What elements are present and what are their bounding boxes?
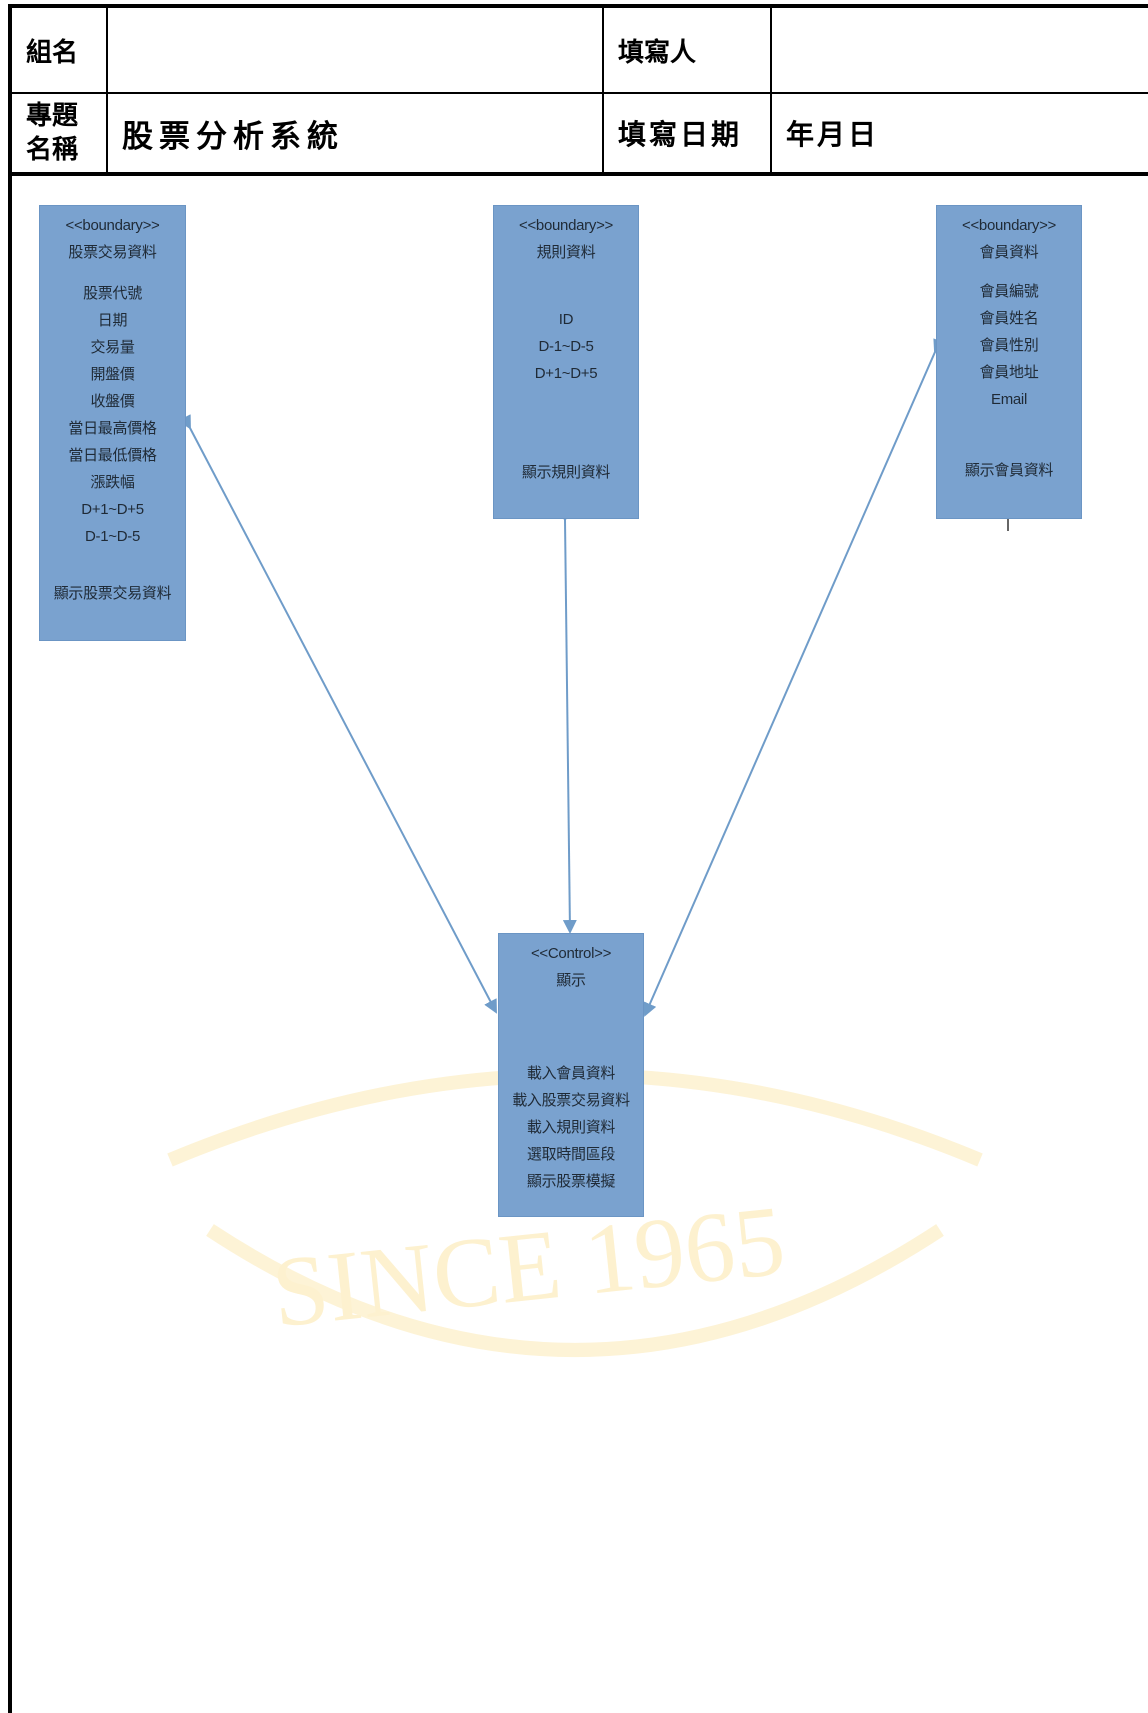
stock-attr: D+1~D+5 xyxy=(81,501,144,518)
author-label: 填寫人 xyxy=(618,37,697,68)
member-attr: Email xyxy=(990,391,1027,408)
page-frame-left xyxy=(8,176,12,1713)
author-value xyxy=(786,8,1148,92)
member-attr: 會員姓名 xyxy=(979,310,1039,327)
control-operation: 載入會員資料 xyxy=(526,1065,616,1082)
stock-attr: 當日最高價格 xyxy=(68,420,157,437)
connector-stock-control xyxy=(178,414,497,1014)
rule-box-stereotype: <<boundary>> xyxy=(519,217,613,234)
topic-label-line2: 名稱 xyxy=(26,135,79,165)
control-operation: 載入股票交易資料 xyxy=(512,1092,630,1109)
display-control-box: <<Control>> 顯示 載入會員資料 載入股票交易資料 載入規則資料 選取… xyxy=(499,934,643,1216)
member-box-operation: 顯示會員資料 xyxy=(964,462,1054,479)
member-data-boundary-box: <<boundary>> 會員資料 會員編號 會員姓名 會員性別 會員地址 Em… xyxy=(937,206,1081,518)
member-attr: 會員地址 xyxy=(979,364,1039,381)
stock-attr: 收盤價 xyxy=(90,393,135,410)
date-label: 填寫日期 xyxy=(618,118,743,151)
stock-attr: 漲跌幅 xyxy=(90,474,135,491)
topic-label: 專題 名稱 xyxy=(26,94,106,172)
stock-attr: 當日最低價格 xyxy=(68,447,157,464)
member-box-stereotype: <<boundary>> xyxy=(962,217,1056,234)
control-box-title: 顯示 xyxy=(556,972,586,989)
group-label: 組名 xyxy=(26,37,79,68)
control-operation: 顯示股票模擬 xyxy=(526,1173,616,1190)
rule-attr: D+1~D+5 xyxy=(534,365,598,382)
date-value: 年月日 xyxy=(786,118,880,151)
rule-attr: ID xyxy=(558,311,574,328)
group-value xyxy=(122,8,592,92)
topic-label-line1: 專題 xyxy=(26,101,79,131)
stock-data-boundary-box: <<boundary>> 股票交易資料 股票代號 日期 交易量 開盤價 收盤價 … xyxy=(40,206,185,640)
rule-box-operation: 顯示規則資料 xyxy=(521,464,611,481)
stock-box-title: 股票交易資料 xyxy=(68,244,157,261)
connector-rule-control xyxy=(557,507,577,934)
control-box-stereotype: <<Control>> xyxy=(530,945,612,962)
rule-attr: D-1~D-5 xyxy=(538,338,594,355)
stock-attr: 交易量 xyxy=(90,339,135,356)
member-attr: 會員性別 xyxy=(979,337,1039,354)
rule-data-boundary-box: <<boundary>> 規則資料 ID D-1~D-5 D+1~D+5 顯示規… xyxy=(494,206,638,518)
member-box-title: 會員資料 xyxy=(979,244,1039,261)
stock-attr: D-1~D-5 xyxy=(85,528,140,545)
control-operation: 選取時間區段 xyxy=(526,1146,616,1163)
control-operation: 載入規則資料 xyxy=(526,1119,616,1136)
rule-box-title: 規則資料 xyxy=(536,244,596,261)
stock-attr: 股票代號 xyxy=(83,285,142,302)
topic-value: 股票分析系統 xyxy=(122,118,344,155)
stock-attr: 日期 xyxy=(97,312,128,329)
header-table: 組名 填寫人 專題 名稱 股票分析系統 填寫日期 年月日 xyxy=(8,4,1148,176)
connector-member-control xyxy=(643,338,947,1017)
stock-box-operation: 顯示股票交易資料 xyxy=(53,585,172,602)
member-attr: 會員編號 xyxy=(979,283,1039,300)
stock-box-stereotype: <<boundary>> xyxy=(65,217,160,234)
stock-attr: 開盤價 xyxy=(90,366,135,383)
